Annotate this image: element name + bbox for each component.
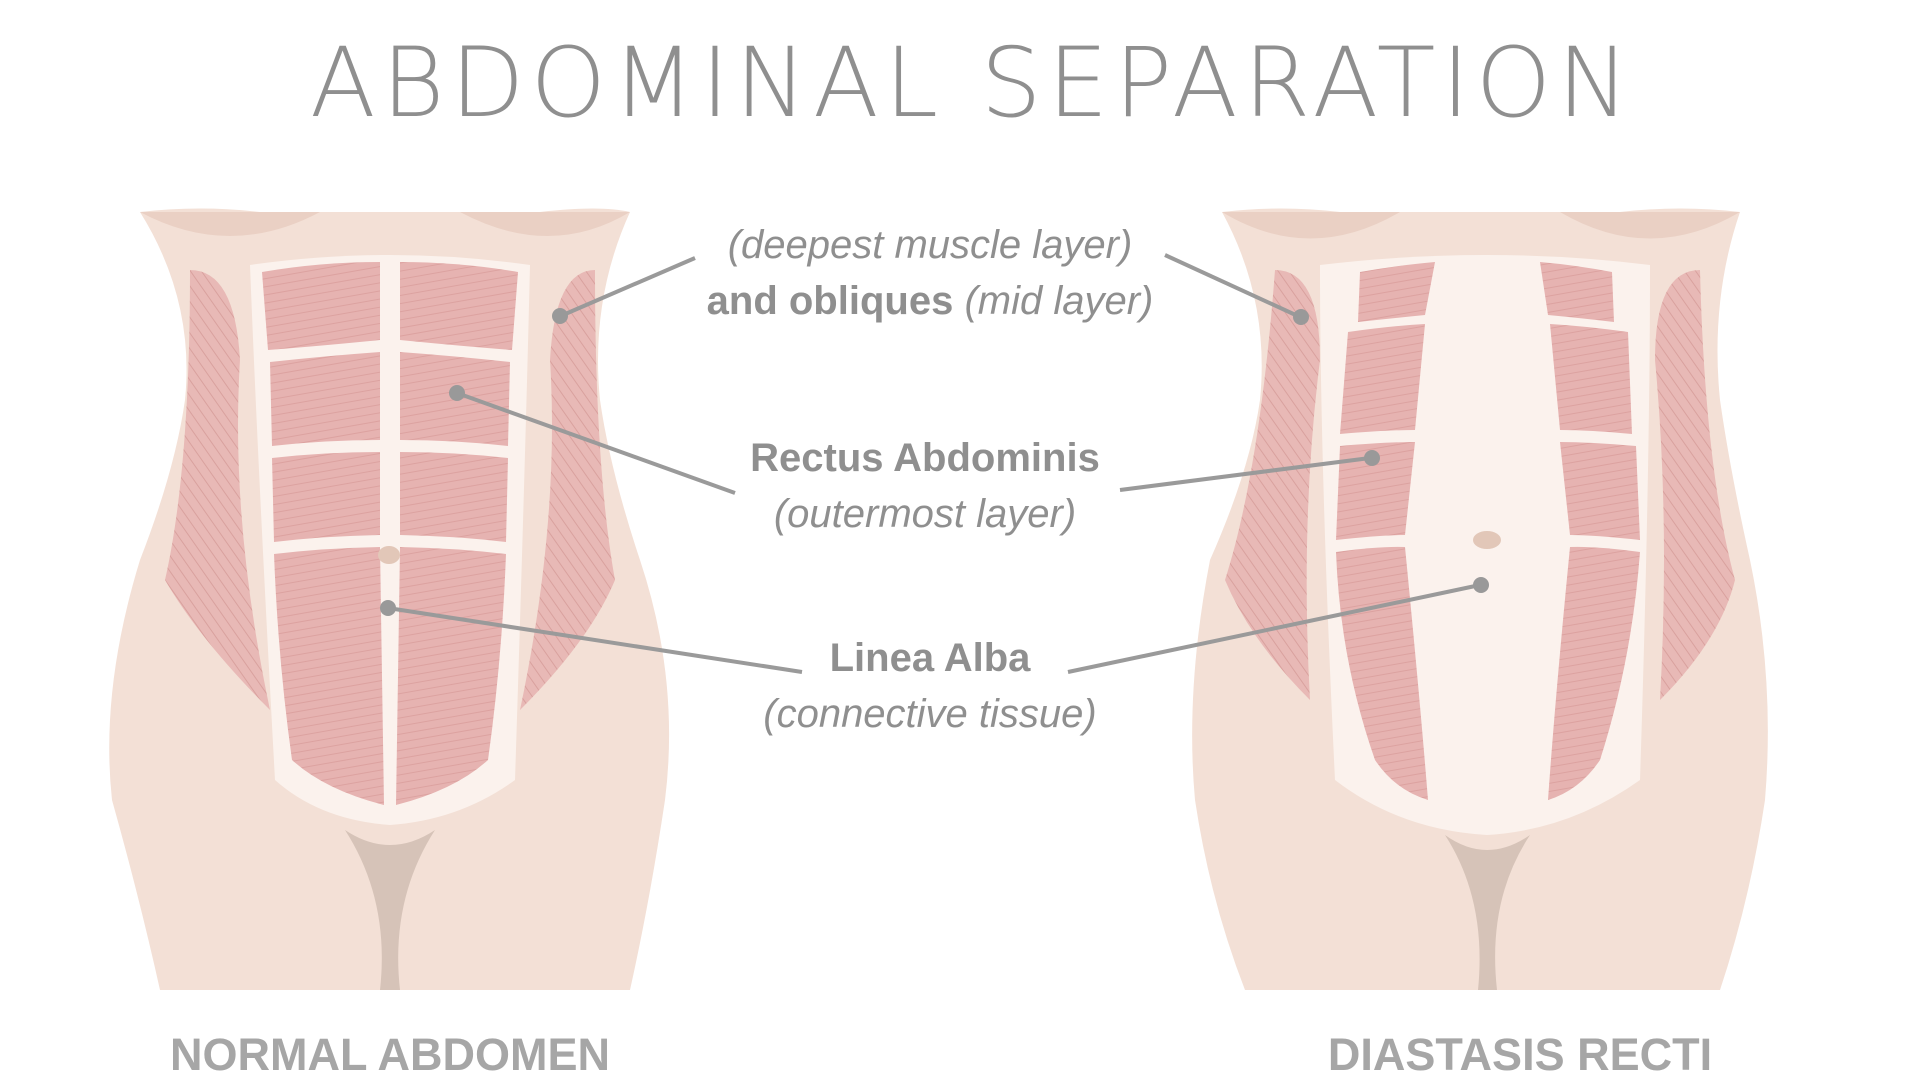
label-rectus-italic: (outermost layer)	[773, 492, 1077, 536]
label-obliques-line1: (deepest muscle layer)	[727, 223, 1133, 267]
label-rectus: Rectus Abdominis (outermost layer)	[665, 430, 1185, 542]
normal-abdomen-figure	[109, 208, 670, 990]
label-obliques: (deepest muscle layer) and obliques (mid…	[670, 217, 1190, 329]
page-title: ABDOMINAL SEPARATION	[310, 27, 1636, 139]
leader-lines	[387, 253, 1481, 674]
label-linea-alba: Linea Alba (connective tissue)	[670, 630, 1190, 742]
left-oblique	[165, 270, 270, 710]
right-chest	[1560, 212, 1740, 239]
left-chest	[140, 212, 320, 236]
label-rectus-bold: Rectus Abdominis	[750, 436, 1100, 480]
diastasis-recti-figure	[1192, 208, 1768, 990]
navel	[378, 546, 400, 564]
label-obliques-italic: (mid layer)	[964, 279, 1154, 323]
rectus-abdominis-separated	[1336, 262, 1640, 800]
right-oblique	[520, 270, 615, 710]
label-obliques-bold: and obliques	[706, 279, 954, 323]
label-linea-italic: (connective tissue)	[763, 692, 1097, 736]
right-chest	[460, 212, 630, 236]
groin-shadow	[345, 830, 435, 990]
leader-dots	[380, 308, 1489, 616]
label-linea-bold: Linea Alba	[829, 636, 1031, 680]
rectus-abdominis	[262, 262, 518, 805]
groin-shadow	[1445, 835, 1530, 990]
left-chest	[1222, 212, 1400, 239]
right-oblique	[1655, 270, 1735, 700]
caption-diastasis-recti: DIASTASIS RECTI	[1327, 1029, 1713, 1080]
navel	[1473, 531, 1501, 549]
left-oblique	[1225, 270, 1320, 700]
caption-normal-abdomen: NORMAL ABDOMEN	[170, 1029, 610, 1080]
